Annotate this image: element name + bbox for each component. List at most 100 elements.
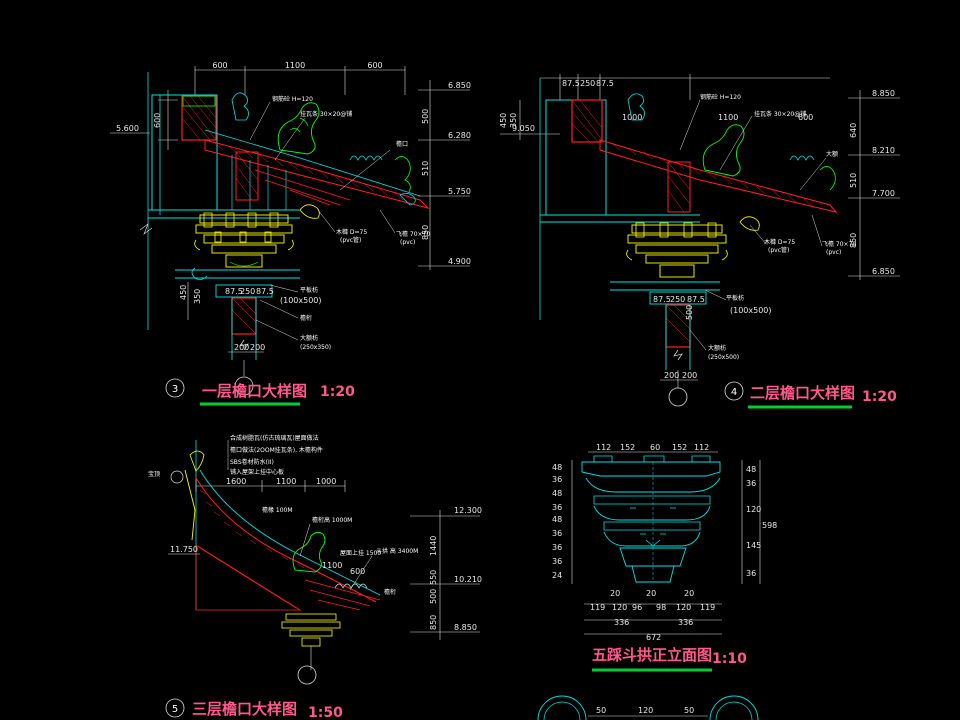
d3-top-dim-1: 600 <box>212 61 227 70</box>
d5-note-9: 斗拱 高 3400M <box>376 547 418 555</box>
d4-top-dim-5: 600 <box>798 113 813 122</box>
d3-elev-3: 5.750 <box>448 187 471 196</box>
d4-scale: 1:20 <box>862 389 897 405</box>
br-left-dim-2: 36 <box>552 475 562 484</box>
d3-note-7: (pvc) <box>400 239 415 246</box>
d5-right-dim-3: 500 <box>429 589 438 604</box>
d5-note-8: 屋面上挂 1500 <box>340 549 381 557</box>
d3-note-11: 大额枋 <box>300 334 318 342</box>
d4-bottom-dim-2: 200 <box>682 371 697 380</box>
d5-title: 三层檐口大样图 <box>192 700 297 718</box>
d3-left-dim-1: 600 <box>153 113 162 128</box>
d4-note-6: 飞檐 70×70 <box>822 240 856 248</box>
d4-note-9: (100x500) <box>730 306 772 315</box>
br-bottom-dim-4: 98 <box>656 603 666 612</box>
bracket-elevation-drawing: 112 152 60 152 112 48 36 48 36 48 36 36 … <box>552 443 777 672</box>
d3-elev-4: 4.900 <box>448 257 471 266</box>
br-bottom-dim-5: 120 <box>676 603 691 612</box>
br-left-dim-1: 48 <box>552 463 562 472</box>
d3-left-dim-2: 450 <box>179 285 188 300</box>
d3-bracket-dim-1: 87.5 <box>225 287 243 296</box>
d4-right-dim-3: 850 <box>849 233 858 248</box>
d4-number: 4 <box>731 387 737 398</box>
d4-axis-bubble <box>668 387 688 407</box>
d4-title: 二层檐口大样图 <box>750 384 855 402</box>
br-bottom-half-2: 336 <box>678 618 693 627</box>
detail-3-drawing: 600 1100 600 600 5.600 <box>110 61 471 406</box>
d4-elev-3: 7.700 <box>872 189 895 198</box>
d4-note-7: (pvc) <box>826 249 841 256</box>
d4-bracket-set <box>626 222 728 278</box>
br-top-dim-1: 112 <box>596 443 611 452</box>
d3-right-dim-3: 850 <box>421 225 430 240</box>
d3-left-dim-3: 350 <box>193 289 202 304</box>
partial-dim-1: 50 <box>596 706 606 715</box>
partial-details-bottom: 50 120 50 <box>537 695 759 720</box>
d4-bottom-dim-1: 200 <box>664 371 679 380</box>
d4-top-dim-1: 87.5 <box>562 79 580 88</box>
d5-top-dim-1: 1600 <box>226 477 246 486</box>
d3-note-9: (100x500) <box>280 296 322 305</box>
d4-note-4: 木橼 D=75 <box>764 238 795 246</box>
detail-4-drawing: 87.5 250 87.5 1100 600 450 350 9.050 100… <box>499 74 900 409</box>
br-right-dim-5: 36 <box>746 569 756 578</box>
d3-note-8: 平板枋 <box>300 286 318 294</box>
d5-axis-bubble <box>297 665 317 685</box>
d3-note-5: (pvc管) <box>340 236 361 244</box>
d5-note-1: 合成树脂瓦(仿古琉璃瓦)屋面做法 <box>230 434 319 442</box>
d3-bottom-dim-2: 200 <box>250 343 265 352</box>
d5-right-dim-2: 550 <box>429 570 438 585</box>
d5-top-dim-2: 1100 <box>276 477 296 486</box>
d5-top-dim-3: 1000 <box>316 477 336 486</box>
br-scale: 1:10 <box>712 651 747 667</box>
d3-note-10: 檐桁 <box>300 314 312 322</box>
br-left-dim-5: 48 <box>552 515 562 524</box>
d3-elev-1: 6.850 <box>448 81 471 90</box>
d3-number: 3 <box>172 384 178 395</box>
br-bottom-dim-1: 119 <box>590 603 605 612</box>
d4-bracket-dim-1: 87.5 <box>653 295 671 304</box>
d5-mid-dim-2: 600 <box>350 567 365 576</box>
d4-elev-4: 6.850 <box>872 267 895 276</box>
d4-top-dim-3: 87.5 <box>596 79 614 88</box>
br-bottom-small-2: 20 <box>646 589 656 598</box>
d5-note-5: 宝顶 <box>148 470 160 478</box>
d3-bracket-set <box>194 212 294 268</box>
d3-scale: 1:20 <box>320 384 355 400</box>
br-title: 五踩斗拱正立面图 <box>592 646 712 664</box>
br-top-dim-3: 60 <box>650 443 660 452</box>
d4-note-3: 大额 <box>826 150 838 158</box>
d5-scale: 1:50 <box>308 705 343 720</box>
d3-elev-left: 5.600 <box>116 124 139 133</box>
br-right-dim-3: 120 <box>746 505 761 514</box>
d4-top-dim-2: 250 <box>580 79 595 88</box>
br-left-dim-7: 36 <box>552 543 562 552</box>
br-left-dim-9: 24 <box>552 571 562 580</box>
br-bottom-dim-6: 119 <box>700 603 715 612</box>
br-top-dim-4: 152 <box>672 443 687 452</box>
d3-bracket-dim-2: 250 <box>240 287 255 296</box>
d4-note-5: (pvc管) <box>768 246 789 254</box>
d4-top-dim-4: 1100 <box>718 113 738 122</box>
d4-left-dim-3: 1000 <box>622 113 642 122</box>
d4-note-11: 大额枋 <box>708 344 726 352</box>
d4-left-dim-2: 350 <box>509 113 518 128</box>
d3-note-12: (250x350) <box>300 344 331 351</box>
d5-elev-3: 8.850 <box>454 623 477 632</box>
d3-right-dim-1: 500 <box>421 109 430 124</box>
d4-note-12: (250x500) <box>708 354 739 361</box>
d4-right-dim-1: 640 <box>849 123 858 138</box>
d3-top-dim-3: 600 <box>367 61 382 70</box>
d5-right-dim-1: 1440 <box>429 536 438 556</box>
br-top-dim-2: 152 <box>620 443 635 452</box>
br-right-total: 598 <box>762 521 777 530</box>
br-bottom-small-1: 20 <box>610 589 620 598</box>
partial-dim-3: 50 <box>684 706 694 715</box>
d5-mid-dim-1: 1100 <box>322 561 342 570</box>
d5-elev-1: 12.300 <box>454 506 482 515</box>
d3-axis-bubble <box>234 376 254 396</box>
d5-note-10: 檐桁 <box>384 588 396 596</box>
detail-5-drawing: 1600 1100 1000 宝顶 11.750 1100 600 <box>148 434 482 720</box>
d5-elev-2: 10.210 <box>454 575 482 584</box>
d4-right-dim-2: 510 <box>849 173 858 188</box>
